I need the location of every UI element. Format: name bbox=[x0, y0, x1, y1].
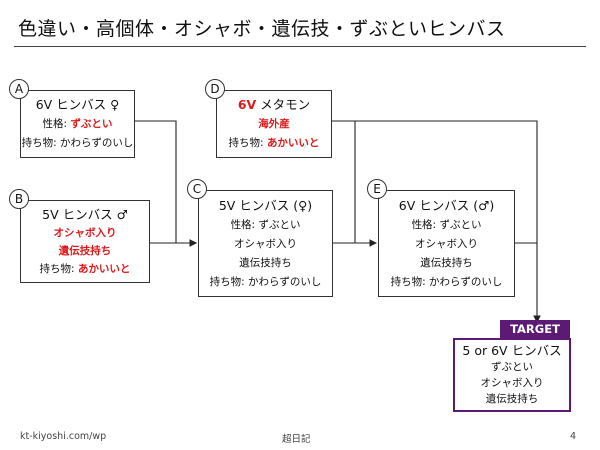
node-d-title: 6V メタモン bbox=[238, 98, 310, 112]
node-c-ball: オシャボ入り bbox=[234, 237, 297, 250]
node-d-species: メタモン bbox=[256, 97, 311, 113]
node-a-item-value: かわらずのいし bbox=[60, 137, 134, 150]
target-title: 5 or 6V ヒンバス bbox=[462, 343, 562, 359]
target-badge: TARGET bbox=[500, 320, 570, 339]
node-d-item-prefix: 持ち物: bbox=[228, 137, 267, 150]
node-c-marker: C bbox=[187, 179, 207, 199]
node-e-male-feebas: 6V ヒンバス (♂) 性格: ずぶとい オシャボ入り 遺伝技持ち 持ち物: か… bbox=[378, 190, 515, 297]
node-b-item-value: あかいいと bbox=[77, 262, 131, 275]
node-a-female-feebas: 6V ヒンバス ♀ 性格: ずぶとい 持ち物: かわらずのいし bbox=[20, 90, 135, 158]
node-d-ditto: 6V メタモン 海外産 持ち物: あかいいと bbox=[216, 90, 332, 158]
node-d-iv: 6V bbox=[237, 97, 257, 113]
footer-site-name: 超日記 bbox=[282, 434, 311, 445]
title-divider bbox=[14, 46, 586, 47]
node-c-egg-move: 遺伝技持ち bbox=[239, 256, 292, 269]
node-e-marker: E bbox=[367, 179, 387, 199]
node-a-nature: 性格: ずぶとい bbox=[43, 119, 113, 131]
node-b-item-prefix: 持ち物: bbox=[39, 262, 78, 275]
node-e-item: 持ち物: かわらずのいし bbox=[390, 275, 503, 288]
target-ball: オシャボ入り bbox=[480, 377, 544, 390]
target-egg-move: 遺伝技持ち bbox=[485, 393, 539, 406]
slide-title: 色違い・高個体・オシャボ・遺伝技・ずぶといヒンバス bbox=[18, 18, 506, 40]
footer-url: kt-kiyoshi.com/wp bbox=[20, 431, 107, 442]
node-d-marker: D bbox=[205, 79, 225, 99]
node-e-ball: オシャボ入り bbox=[415, 237, 478, 250]
target-feebas: 5 or 6V ヒンバス ずぶとい オシャボ入り 遺伝技持ち bbox=[453, 338, 571, 412]
node-a-title: 6V ヒンバス ♀ bbox=[35, 97, 120, 113]
node-c-female-feebas: 5V ヒンバス (♀) 性格: ずぶとい オシャボ入り 遺伝技持ち 持ち物: か… bbox=[198, 190, 333, 297]
node-d-item: 持ち物: あかいいと bbox=[228, 137, 320, 150]
node-d-item-value: あかいいと bbox=[266, 137, 320, 150]
node-c-title: 5V ヒンバス (♀) bbox=[218, 197, 313, 213]
arrow-d-to-e bbox=[332, 120, 356, 243]
node-c-nature: 性格: ずぶとい bbox=[230, 218, 301, 231]
node-d-origin: 海外産 bbox=[258, 118, 290, 131]
node-e-nature: 性格: ずぶとい bbox=[411, 218, 482, 231]
node-c-item: 持ち物: かわらずのいし bbox=[209, 275, 322, 288]
node-a-item-prefix: 持ち物: bbox=[21, 137, 61, 150]
node-b-egg-move: 遺伝技持ち bbox=[58, 244, 112, 257]
arrow-d-to-target bbox=[355, 120, 541, 324]
node-a-marker: A bbox=[9, 79, 29, 99]
node-a-nature-value: ずぶとい bbox=[70, 118, 113, 131]
node-b-ball: オシャボ入り bbox=[53, 226, 117, 239]
target-nature: ずぶとい bbox=[491, 361, 533, 374]
node-b-item: 持ち物: あかいいと bbox=[39, 262, 131, 276]
footer-page-number: 4 bbox=[570, 431, 577, 442]
node-e-title: 6V ヒンバス (♂) bbox=[398, 197, 495, 213]
node-b-title: 5V ヒンバス ♂ bbox=[42, 206, 128, 222]
node-e-egg-move: 遺伝技持ち bbox=[420, 256, 473, 269]
node-a-nature-prefix: 性格: bbox=[42, 118, 71, 131]
node-a-item: 持ち物: かわらずのいし bbox=[21, 137, 134, 150]
node-b-male-feebas: 5V ヒンバス ♂ オシャボ入り 遺伝技持ち 持ち物: あかいいと bbox=[20, 200, 150, 283]
node-b-marker: B bbox=[9, 189, 29, 209]
